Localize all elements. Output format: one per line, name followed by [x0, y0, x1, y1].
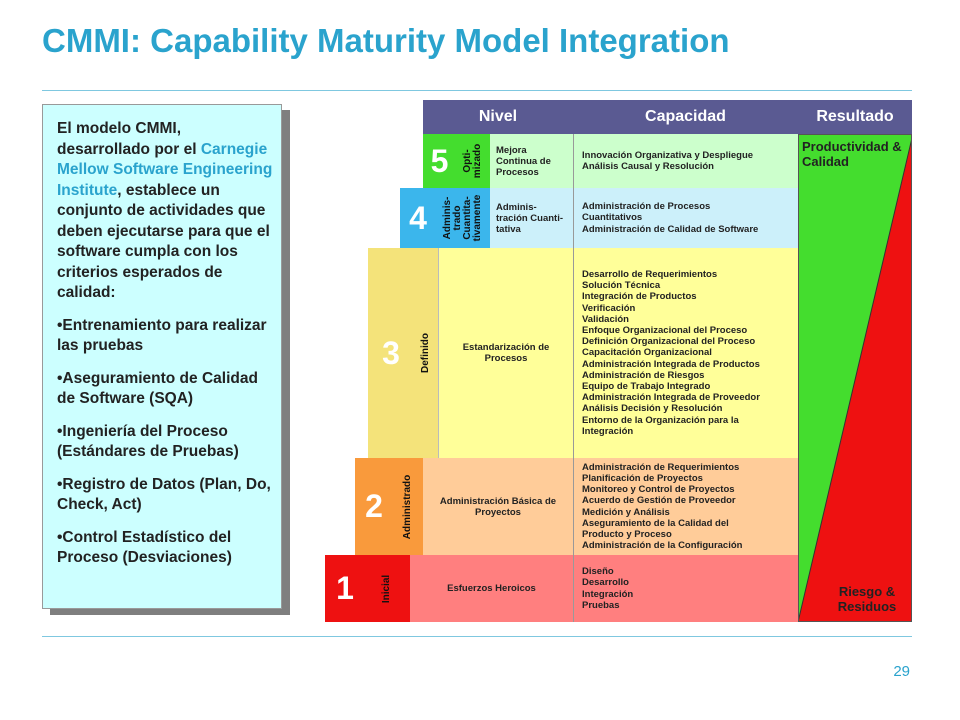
process-area: Desarrollo: [582, 577, 629, 589]
intro-text-highlight: Carnegie Mellow Software Engineering Ins…: [57, 140, 273, 199]
intro-bullet: •Registro de Datos (Plan, Do, Check, Act…: [57, 475, 271, 514]
process-area: Administración de la Configuración: [582, 540, 743, 552]
result-gradient-graphic: [798, 134, 912, 622]
process-area: Administración de Requerimientos: [582, 461, 740, 473]
intro-box: El modelo CMMI, desarrollado por el Carn…: [42, 104, 282, 609]
level-1-areas: Diseño Desarrollo Integración Pruebas: [573, 555, 798, 622]
process-area: Producto y Proceso: [582, 528, 672, 540]
level-3-number: 3: [368, 248, 414, 458]
level-5-name: Opti- mizado: [456, 134, 490, 188]
process-area: Acuerdo de Gestión de Proveedor: [582, 495, 736, 507]
level-4-name: Adminis- trado Cuantita- tivamente: [436, 188, 490, 248]
level-2-capacity: Administración Básica de Proyectos: [423, 458, 573, 555]
process-area: Análisis Causal y Resolución: [582, 161, 714, 172]
level-5-number: 5: [423, 134, 456, 188]
process-area: Entorno de la Organización para la: [582, 414, 739, 426]
process-area: Diseño: [582, 566, 614, 578]
process-area: Administración Integrada de Productos: [582, 358, 760, 370]
process-area: Planificación de Proyectos: [582, 472, 703, 484]
process-area: Desarrollo de Requerimientos: [582, 268, 718, 280]
footer-divider: [42, 636, 912, 637]
result-bottom-label: Riesgo & Residuos: [837, 584, 897, 614]
page-title: CMMI: Capability Maturity Model Integrat…: [42, 22, 730, 59]
header-result: Resultado: [798, 100, 912, 134]
process-area: Administración de Procesos: [582, 201, 711, 213]
process-area: Pruebas: [582, 599, 620, 611]
process-area: Solución Técnica: [582, 280, 661, 292]
level-5-areas: Innovación Organizativa y Despliegue Aná…: [573, 134, 798, 188]
process-area: Análisis Decisión y Resolución: [582, 403, 723, 415]
process-area: Medición y Análisis: [582, 506, 670, 518]
header-capacity: Capacidad: [573, 100, 798, 134]
level-4-areas: Administración de Procesos Cuantitativos…: [573, 188, 798, 248]
process-area: Monitoreo y Control de Proyectos: [582, 484, 735, 496]
intro-bullet: •Aseguramiento de Calidad de Software (S…: [57, 369, 258, 408]
process-area: Administración de Riesgos: [582, 369, 705, 381]
process-area: Integración de Productos: [582, 291, 697, 303]
intro-bullet: •Entrenamiento para realizar las pruebas: [57, 316, 267, 355]
header-level: Nivel: [423, 100, 573, 134]
intro-bullet: •Control Estadístico del Proceso (Desvia…: [57, 528, 232, 567]
level-3-name: Definido: [414, 248, 438, 458]
process-area: Administración de Calidad de Software: [582, 223, 759, 235]
level-3-areas: Desarrollo de Requerimientos Solución Té…: [573, 248, 798, 458]
process-area: Cuantitativos: [582, 212, 643, 224]
title-divider: [42, 90, 912, 91]
result-top-label: Productividad & Calidad: [802, 139, 902, 169]
process-area: Enfoque Organizacional del Proceso: [582, 324, 748, 336]
level-5-capacity: Mejora Continua de Procesos: [490, 134, 573, 188]
level-2-number: 2: [355, 458, 393, 555]
level-2-areas: Administración de Requerimientos Planifi…: [573, 458, 798, 555]
intro-bullet: •Ingeniería del Proceso (Estándares de P…: [57, 422, 239, 461]
process-area: Capacitación Organizacional: [582, 347, 712, 359]
process-area: Equipo de Trabajo Integrado: [582, 381, 711, 392]
intro-text-post: , establece un conjunto de actividades q…: [57, 181, 270, 302]
level-4-number: 4: [400, 188, 436, 248]
intro-paragraph: El modelo CMMI, desarrollado por el Carn…: [57, 119, 273, 304]
level-1-name: Inicial: [365, 555, 410, 622]
level-3-capacity: Estandarización de Procesos: [438, 248, 573, 458]
process-area: Innovación Organizativa y Despliegue: [582, 149, 754, 161]
intro-text-pre: El modelo CMMI, desarrollado por el: [57, 120, 201, 158]
process-area: Verificación: [582, 302, 636, 314]
level-2-name: Administrado: [393, 458, 423, 555]
process-area: Aseguramiento de la Calidad del: [582, 517, 729, 529]
process-area: Definición Organizacional del Proceso: [582, 336, 756, 348]
level-1-capacity: Esfuerzos Heroicos: [410, 555, 573, 622]
level-4-capacity: Adminis- tración Cuanti- tativa: [490, 188, 573, 248]
process-area: Validación: [582, 313, 629, 325]
level-1-number: 1: [325, 555, 365, 622]
page-number: 29: [893, 663, 910, 680]
process-area: Integración: [582, 588, 634, 600]
process-area: Integración: [582, 425, 634, 437]
process-area: Administración Integrada de Proveedor: [582, 392, 760, 404]
